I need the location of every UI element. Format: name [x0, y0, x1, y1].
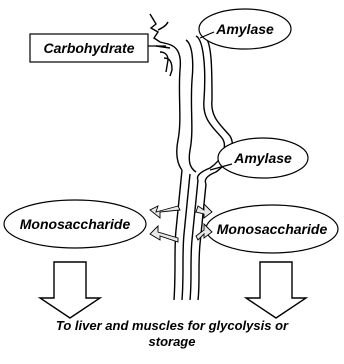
- caption-line-2: storage: [0, 334, 344, 350]
- caption-line-1: To liver and muscles for glycolysis or: [0, 318, 344, 334]
- amylase-top-label: Amylase: [199, 9, 291, 49]
- amylase-middle-label: Amylase: [218, 138, 308, 178]
- down-arrow-right-icon: [246, 262, 306, 318]
- mono-right-label: Monosaccharide: [206, 205, 338, 253]
- mono-left-label: Monosaccharide: [4, 200, 146, 248]
- down-arrow-left-icon: [40, 262, 100, 318]
- carbohydrate-label: Carbohydrate: [30, 34, 148, 62]
- caption: To liver and muscles for glycolysis or s…: [0, 318, 344, 350]
